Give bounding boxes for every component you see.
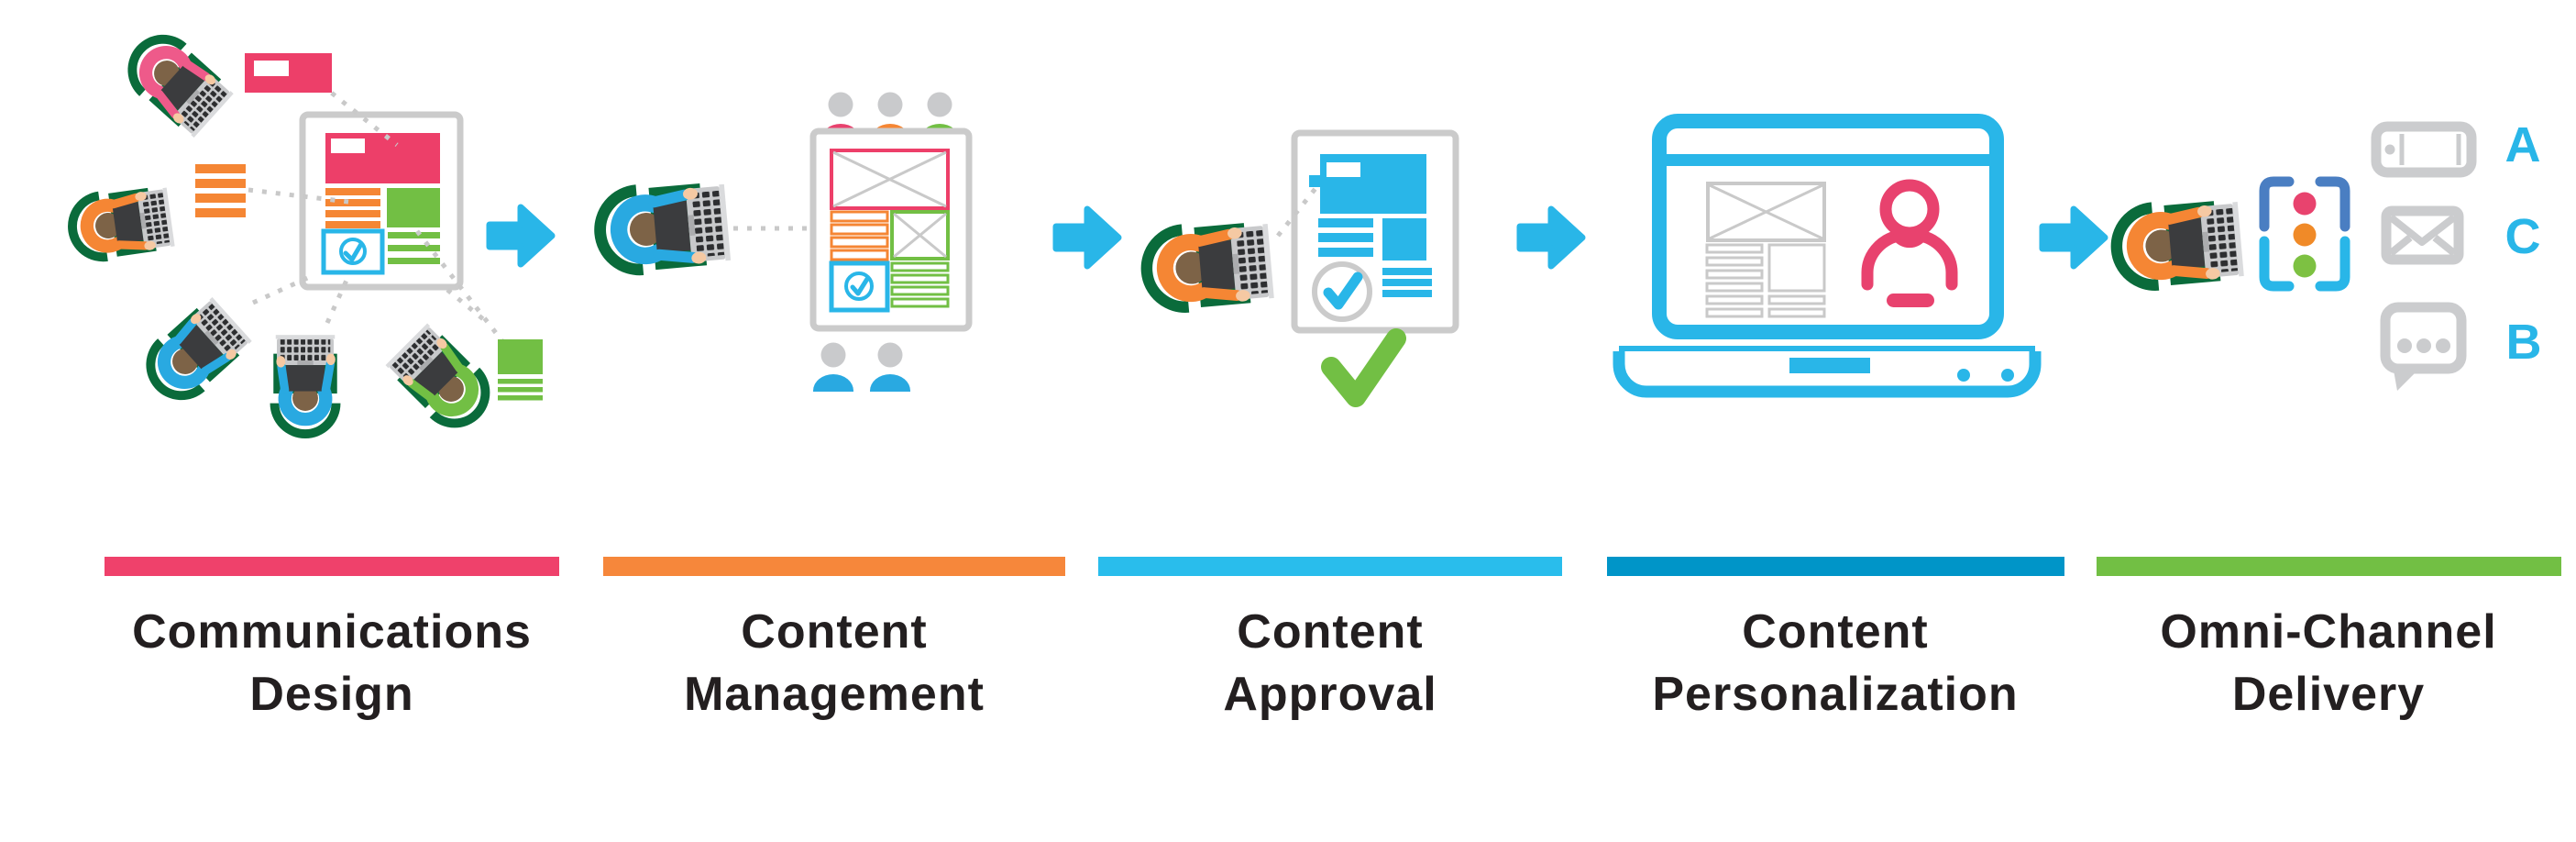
reviewer-bust-icon [870, 342, 910, 392]
stage-bar-content-management [603, 557, 1065, 576]
stage-bar-communications-design [105, 557, 559, 576]
approval-stamp-icon [1312, 261, 1372, 322]
stage-content-approval-illustration [1143, 129, 1459, 407]
dotted-connector [1276, 184, 1319, 238]
person-at-laptop [68, 185, 174, 262]
person-at-laptop [1143, 221, 1274, 312]
phone-icon [2371, 121, 2477, 178]
person-at-laptop [384, 322, 499, 437]
text-fragment [195, 164, 246, 217]
big-green-checkmark-icon [1321, 328, 1406, 407]
dotted-connectors [248, 83, 504, 343]
envelope-icon [2381, 205, 2464, 265]
laptop-screen [1652, 114, 2004, 339]
user-profile-icon [1861, 179, 1958, 307]
person-at-laptop [119, 26, 236, 139]
approved-document [1291, 129, 1459, 334]
stage-label-line2: Management [684, 668, 985, 721]
stage-labels: Communications Design Content Management… [132, 605, 2496, 721]
content-selector-icon [2259, 176, 2350, 292]
stage-bars [105, 557, 2561, 576]
reviewer-bust-icon [813, 342, 853, 392]
stage-label-line2: Personalization [1652, 668, 2018, 721]
flow-arrow-icon [1056, 209, 1118, 266]
flow-arrow-icon [2042, 209, 2105, 266]
stage-label-line1: Content [741, 605, 927, 659]
webpage-wireframe [1705, 182, 1826, 318]
person-at-laptop [138, 295, 254, 409]
stage-communications-design-illustration [68, 26, 543, 437]
person-at-laptop [597, 182, 731, 274]
flow-arrow-icon [490, 207, 552, 264]
stage-omni-channel-delivery-illustration: A C B [2113, 117, 2542, 391]
person-at-laptop [2113, 199, 2244, 290]
chat-bubble-icon [2380, 302, 2467, 391]
stage-bar-content-approval [1098, 557, 1562, 576]
channel-label-a: A [2505, 117, 2541, 172]
document-outline-wireframe [809, 127, 973, 332]
laptop-base [1613, 346, 2042, 398]
stage-label-line1: Omni-Channel [2160, 605, 2496, 659]
approved-checkbox-icon [321, 228, 385, 275]
stage-label-line1: Communications [132, 605, 532, 659]
person-at-laptop [273, 335, 336, 434]
stage-content-personalization-illustration [1613, 114, 2042, 398]
envelope-fragment [245, 53, 332, 93]
green-document-fragment [498, 339, 543, 401]
flow-arrow-icon [1520, 209, 1582, 266]
channel-label-c: C [2505, 209, 2541, 264]
stage-label-line2: Delivery [2232, 668, 2425, 721]
stage-bar-content-personalization [1607, 557, 2064, 576]
stage-bar-omni-channel-delivery [2097, 557, 2561, 576]
channel-label-b: B [2506, 315, 2542, 370]
stage-label-line2: Approval [1223, 668, 1437, 721]
stage-label-line2: Design [249, 668, 413, 721]
approved-checkbox-icon [829, 260, 890, 313]
stage-label-line1: Content [1742, 605, 1928, 659]
document-wireframe [299, 111, 464, 291]
stage-content-management-illustration [597, 92, 973, 392]
stage-label-line1: Content [1237, 605, 1423, 659]
